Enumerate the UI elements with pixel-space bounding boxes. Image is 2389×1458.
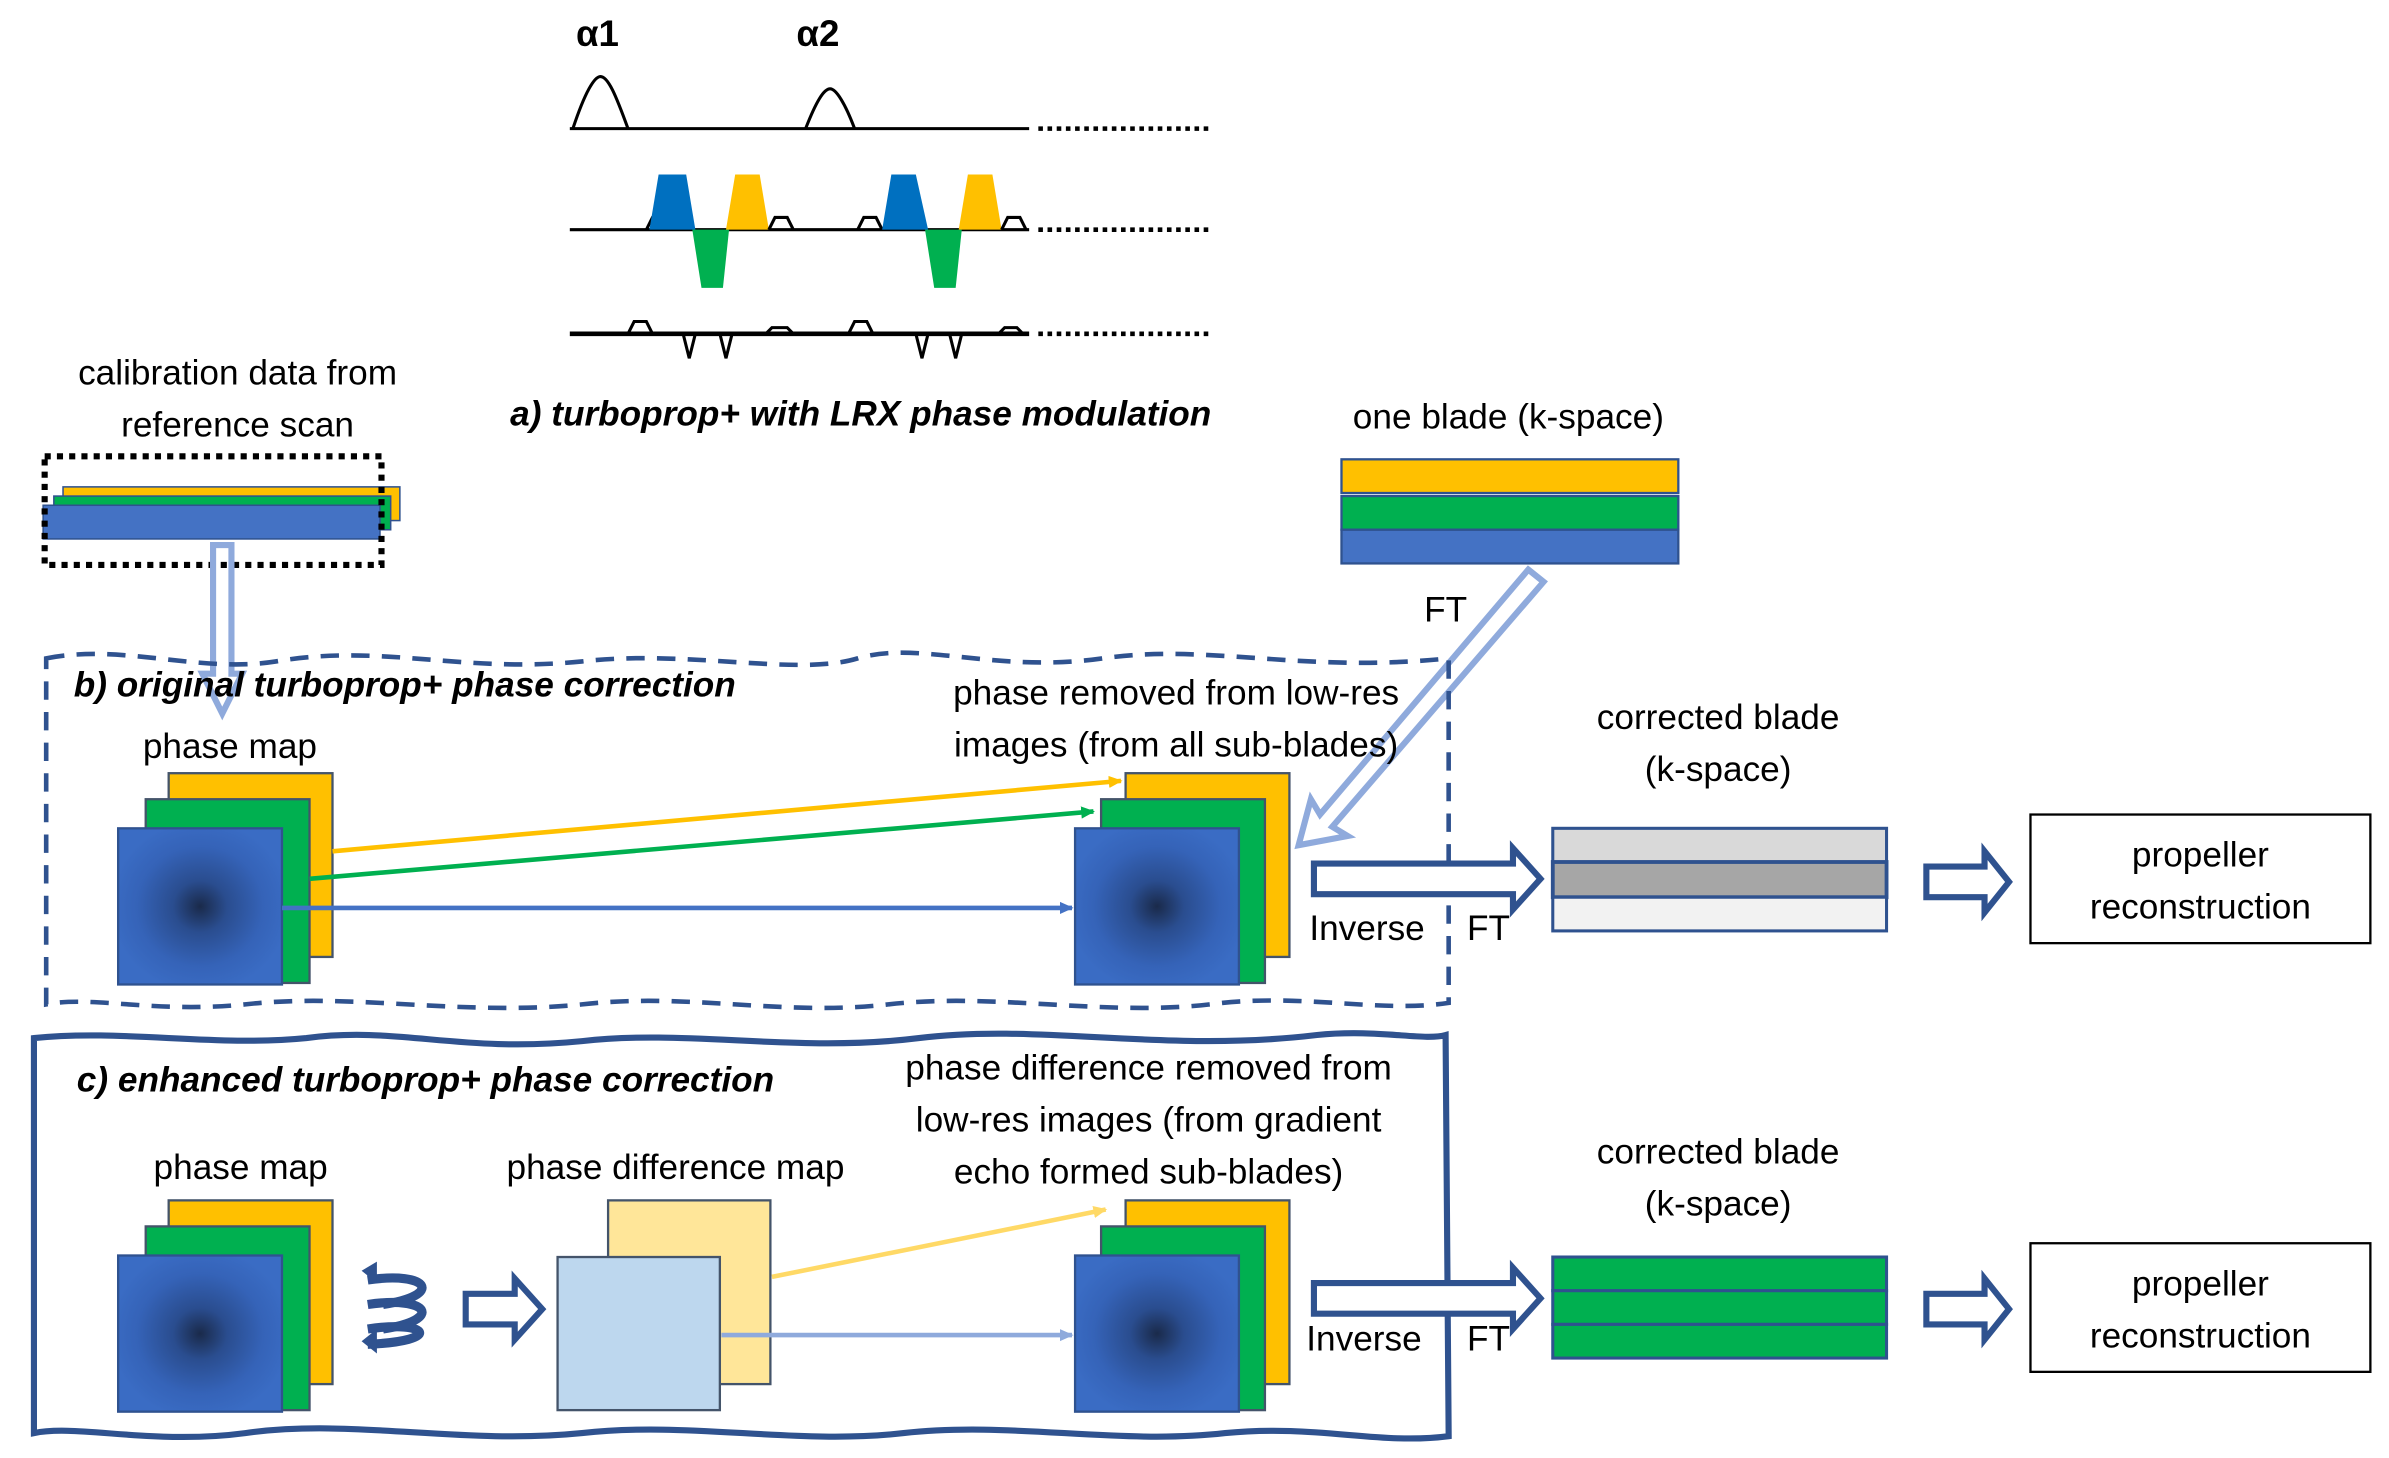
panel-a-title: a) turboprop+ with LRX phase modulation: [510, 395, 1211, 434]
panel-b: b) original turboprop+ phase correction …: [74, 666, 1545, 986]
b-phasemap-blue: [116, 827, 284, 986]
b-inverse-label: Inverse: [1309, 909, 1424, 948]
rf-pulse-1: [571, 75, 630, 130]
calibration-down-arrow: [197, 542, 248, 721]
circular-arrows-icon: [361, 1261, 427, 1354]
c-to-diff-arrow: [462, 1270, 547, 1348]
green-lobe-2: [925, 229, 962, 288]
rf-line: [569, 75, 1213, 131]
calibration-label-line1: calibration data from: [78, 353, 397, 392]
b-yellow-arrow: [332, 775, 1123, 854]
c-recon-box: [2029, 1242, 2372, 1374]
panel-b-title: b) original turboprop+ phase correction: [74, 666, 736, 705]
calibration-label-line2: reference scan: [121, 405, 354, 444]
c-removed-label-line3: echo formed sub-blades): [954, 1153, 1343, 1192]
c-recon-arrow: [1923, 1269, 2013, 1349]
c-blade-strip-1: [1551, 1255, 1889, 1293]
blade-blue-strip: [1340, 528, 1680, 565]
blade-green-strip: [1340, 494, 1680, 531]
yellow-lobe-2: [958, 174, 1002, 230]
blade-yellow-strip: [1340, 458, 1680, 495]
c-recon-line1: propeller: [2132, 1264, 2269, 1303]
b-ft-label: FT: [1467, 909, 1510, 948]
c-removed-label-line2: low-res images (from gradient: [916, 1100, 1382, 1139]
readout-line: [569, 319, 1213, 359]
b-blade-strip-3: [1551, 895, 1889, 933]
c-inverse-label: Inverse: [1306, 1319, 1421, 1358]
alpha1-label: α1: [576, 13, 619, 54]
c-blade-strip-3: [1551, 1322, 1889, 1360]
c-ft-label: FT: [1467, 1319, 1510, 1358]
yellow-lobe-1: [725, 174, 769, 230]
b-recon-line1: propeller: [2132, 836, 2269, 875]
b-green-arrow: [309, 806, 1095, 882]
c-corrected-label-line1: corrected blade: [1597, 1133, 1840, 1172]
b-recon-box: [2029, 813, 2372, 945]
rf-pulse-2: [804, 87, 857, 130]
c-diff-map-label: phase difference map: [507, 1148, 845, 1187]
c-inverse-ft-arrow: [1310, 1259, 1545, 1337]
green-lobe-1: [692, 229, 730, 288]
c-recon-line2: reconstruction: [2090, 1316, 2311, 1355]
panel-b-dashed-box: [43, 650, 1451, 1011]
panel-b-phase-map-label: phase map: [143, 727, 317, 766]
panel-a-sequence: α1 α2: [510, 13, 1213, 434]
b-corrected-group: corrected blade (k-space) propeller reco…: [1550, 698, 2372, 945]
c-phase-map-label: phase map: [154, 1148, 328, 1187]
gradient-line: [569, 174, 1213, 288]
b-removed-label-line1: phase removed from low-res: [953, 673, 1399, 712]
calibration-group: calibration data from reference scan: [41, 353, 401, 721]
b-corrected-label-line2: (k-space): [1645, 750, 1792, 789]
b-blade-strip-1: [1551, 826, 1889, 864]
b-recon-line2: reconstruction: [2090, 888, 2311, 927]
b-recon-arrow: [1923, 842, 2013, 922]
c-lowres-blue: [1073, 1254, 1241, 1413]
c-yellow-arrow: [771, 1205, 1108, 1280]
panel-c: c) enhanced turboprop+ phase correction …: [77, 1048, 1545, 1413]
ft-diagonal-arrow: [1294, 565, 1548, 850]
blue-lobe-1: [649, 174, 696, 230]
ft-label: FT: [1424, 591, 1467, 630]
b-lowres-blue: [1073, 827, 1241, 986]
b-removed-label-line2: images (from all sub-blades): [954, 725, 1398, 764]
blue-lobe-2: [882, 174, 929, 230]
c-corrected-label-line2: (k-space): [1645, 1185, 1792, 1224]
b-blade-strip-2: [1550, 860, 1889, 900]
alpha2-label: α2: [796, 13, 839, 54]
one-blade-label: one blade (k-space): [1353, 398, 1664, 437]
c-removed-label-line1: phase difference removed from: [905, 1048, 1392, 1087]
b-corrected-label-line1: corrected blade: [1597, 698, 1840, 737]
b-inverse-ft-arrow: [1310, 840, 1545, 918]
c-blade-strip-2: [1551, 1289, 1889, 1326]
calib-blue-layer: [42, 504, 381, 540]
c-diffmap-blue: [556, 1255, 722, 1412]
c-corrected-group: corrected blade (k-space) propeller reco…: [1551, 1133, 2372, 1374]
c-phasemap-blue: [116, 1254, 284, 1413]
one-blade-group: one blade (k-space) FT: [1294, 398, 1680, 850]
panel-c-solid-box: [30, 1030, 1452, 1442]
panel-c-title: c) enhanced turboprop+ phase correction: [77, 1061, 774, 1100]
